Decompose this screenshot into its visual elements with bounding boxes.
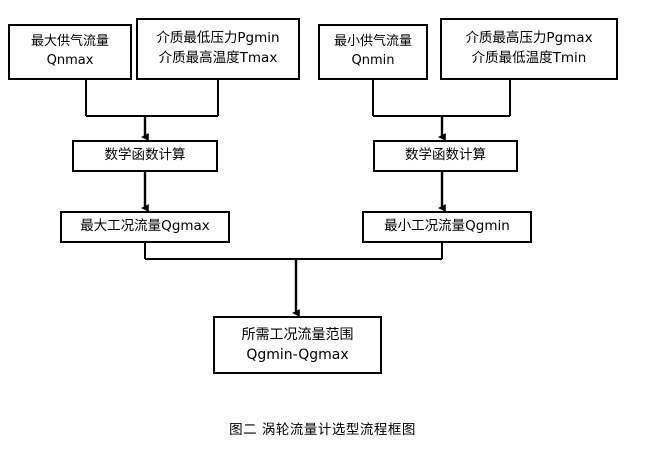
node-qgmin: 最小工况流量Qgmin — [362, 211, 532, 243]
node-min-supply-flow-line2: Qnmin — [351, 53, 395, 68]
node-max-pressure-min-temp: 介质最高压力Pgmax 介质最低温度Tmin — [440, 18, 618, 80]
node-min-pressure-max-temp-line2: 介质最高温度Tmax — [158, 50, 278, 66]
node-min-supply-flow-line1: 最小供气流量 — [333, 34, 412, 50]
node-max-supply-flow-line1: 最大供气流量 — [30, 34, 109, 50]
node-qgmax: 最大工况流量Qgmax — [60, 211, 230, 243]
node-min-pressure-max-temp: 介质最低压力Pgmin 介质最高温度Tmax — [136, 18, 300, 80]
figure-caption: 图二 涡轮流量计选型流程框图 — [229, 422, 416, 438]
node-max-pressure-min-temp-line1: 介质最高压力Pgmax — [465, 30, 593, 47]
wire-right-merge — [372, 80, 511, 141]
node-qgmin-label: 最小工况流量Qgmin — [384, 218, 510, 235]
node-max-pressure-min-temp-line2: 介质最低温度Tmin — [471, 50, 587, 66]
node-max-supply-flow: 最大供气流量 Qnmax — [8, 24, 132, 80]
node-min-pressure-max-temp-line1: 介质最低压力Pgmin — [156, 30, 280, 47]
node-math-calc-left: 数学函数计算 — [72, 140, 218, 172]
wire-left-merge — [85, 80, 219, 141]
node-math-calc-left-label: 数学函数计算 — [104, 147, 186, 164]
wire-bottom-merge — [144, 243, 443, 317]
node-max-supply-flow-line2: Qnmax — [46, 53, 94, 68]
node-result-range-line2: Qgmin-Qgmax — [246, 347, 349, 363]
node-result-range: 所需工况流量范围 Qgmin-Qgmax — [213, 316, 382, 374]
node-math-calc-right-label: 数学函数计算 — [405, 147, 486, 164]
node-qgmax-label: 最大工况流量Qgmax — [80, 218, 210, 235]
node-math-calc-right: 数学函数计算 — [373, 140, 518, 172]
node-min-supply-flow: 最小供气流量 Qnmin — [318, 24, 428, 80]
node-result-range-line1: 所需工况流量范围 — [241, 326, 354, 343]
